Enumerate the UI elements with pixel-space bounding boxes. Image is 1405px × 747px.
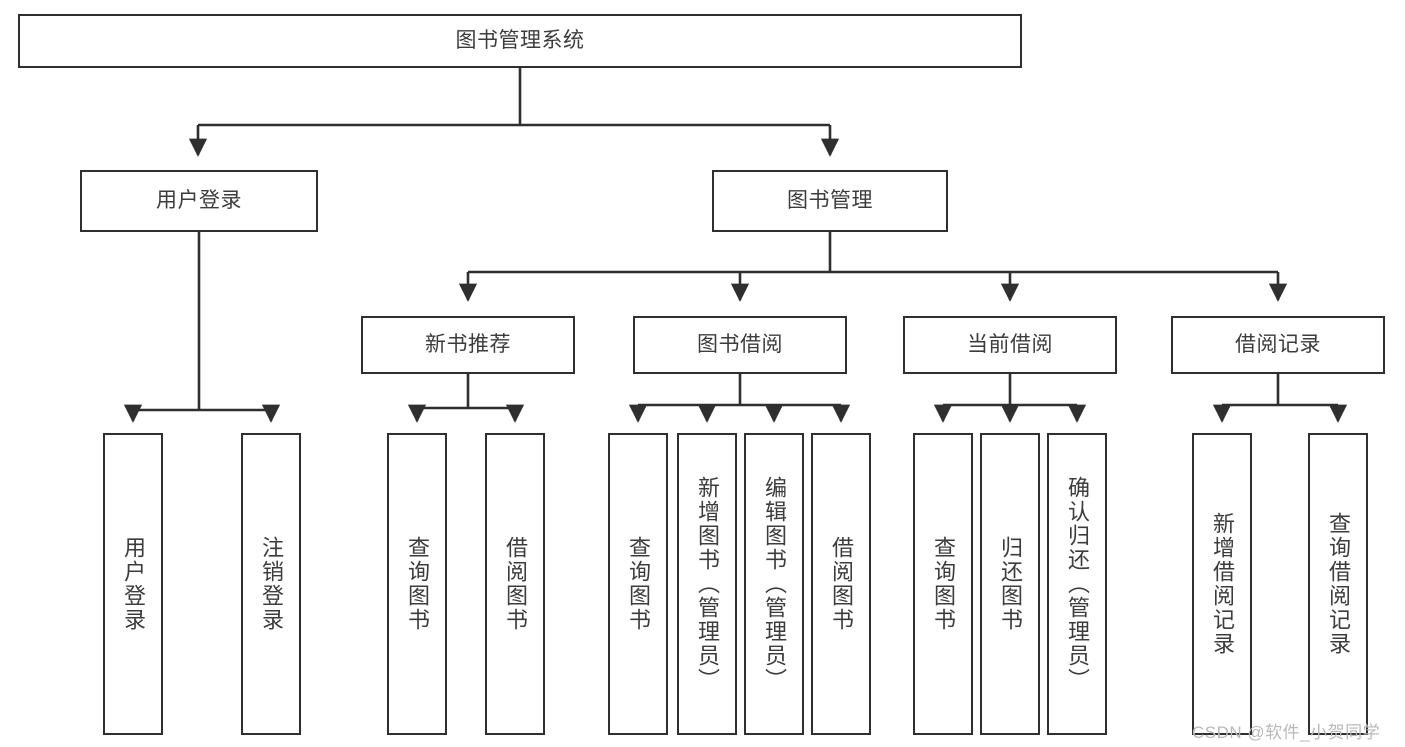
node-leaf-add-book[interactable]: 新增图书（管理员） xyxy=(677,433,737,735)
node-borrow-record[interactable]: 借阅记录 xyxy=(1171,316,1385,374)
node-book-manage[interactable]: 图书管理 xyxy=(712,170,948,232)
node-leaf-add-record-label: 新增借阅记录 xyxy=(1209,512,1235,656)
node-book-manage-label: 图书管理 xyxy=(787,188,873,212)
node-leaf-confirm-return-label: 确认归还（管理员） xyxy=(1064,476,1090,692)
node-leaf-borrow-book-2-label: 借阅图书 xyxy=(828,536,854,632)
node-leaf-edit-book[interactable]: 编辑图书（管理员） xyxy=(744,433,804,735)
node-new-book-rec[interactable]: 新书推荐 xyxy=(361,316,575,374)
node-leaf-borrow-book-2[interactable]: 借阅图书 xyxy=(811,433,871,735)
node-leaf-query-book-3[interactable]: 查询图书 xyxy=(913,433,973,735)
node-leaf-query-book-3-label: 查询图书 xyxy=(930,536,956,632)
node-leaf-query-book-2-label: 查询图书 xyxy=(625,536,651,632)
node-leaf-edit-book-label: 编辑图书（管理员） xyxy=(761,476,787,692)
node-leaf-user-login[interactable]: 用户登录 xyxy=(103,433,163,735)
node-leaf-user-login-label: 用户登录 xyxy=(120,536,146,632)
watermark: CSDN @软件_小贺同学 xyxy=(1192,723,1381,742)
node-leaf-add-book-label: 新增图书（管理员） xyxy=(694,476,720,692)
node-leaf-query-record[interactable]: 查询借阅记录 xyxy=(1308,433,1368,735)
node-user-login[interactable]: 用户登录 xyxy=(80,170,318,232)
node-user-login-label: 用户登录 xyxy=(156,188,242,212)
node-root[interactable]: 图书管理系统 xyxy=(18,14,1022,68)
node-current-borrow[interactable]: 当前借阅 xyxy=(903,316,1117,374)
node-borrow-record-label: 借阅记录 xyxy=(1235,332,1321,356)
node-book-borrow-label: 图书借阅 xyxy=(697,332,783,356)
node-leaf-return-book-label: 归还图书 xyxy=(997,536,1023,632)
node-leaf-query-book-1[interactable]: 查询图书 xyxy=(387,433,447,735)
node-leaf-borrow-book-1-label: 借阅图书 xyxy=(502,536,528,632)
node-leaf-logout-label: 注销登录 xyxy=(258,536,284,632)
node-root-label: 图书管理系统 xyxy=(455,28,585,52)
node-leaf-query-record-label: 查询借阅记录 xyxy=(1325,512,1351,656)
node-leaf-return-book[interactable]: 归还图书 xyxy=(980,433,1040,735)
node-current-borrow-label: 当前借阅 xyxy=(967,332,1053,356)
node-leaf-query-book-1-label: 查询图书 xyxy=(404,536,430,632)
node-leaf-borrow-book-1[interactable]: 借阅图书 xyxy=(485,433,545,735)
node-leaf-query-book-2[interactable]: 查询图书 xyxy=(608,433,668,735)
node-book-borrow[interactable]: 图书借阅 xyxy=(633,316,847,374)
node-new-book-rec-label: 新书推荐 xyxy=(425,332,511,356)
node-leaf-confirm-return[interactable]: 确认归还（管理员） xyxy=(1047,433,1107,735)
node-leaf-add-record[interactable]: 新增借阅记录 xyxy=(1192,433,1252,735)
node-leaf-logout[interactable]: 注销登录 xyxy=(241,433,301,735)
